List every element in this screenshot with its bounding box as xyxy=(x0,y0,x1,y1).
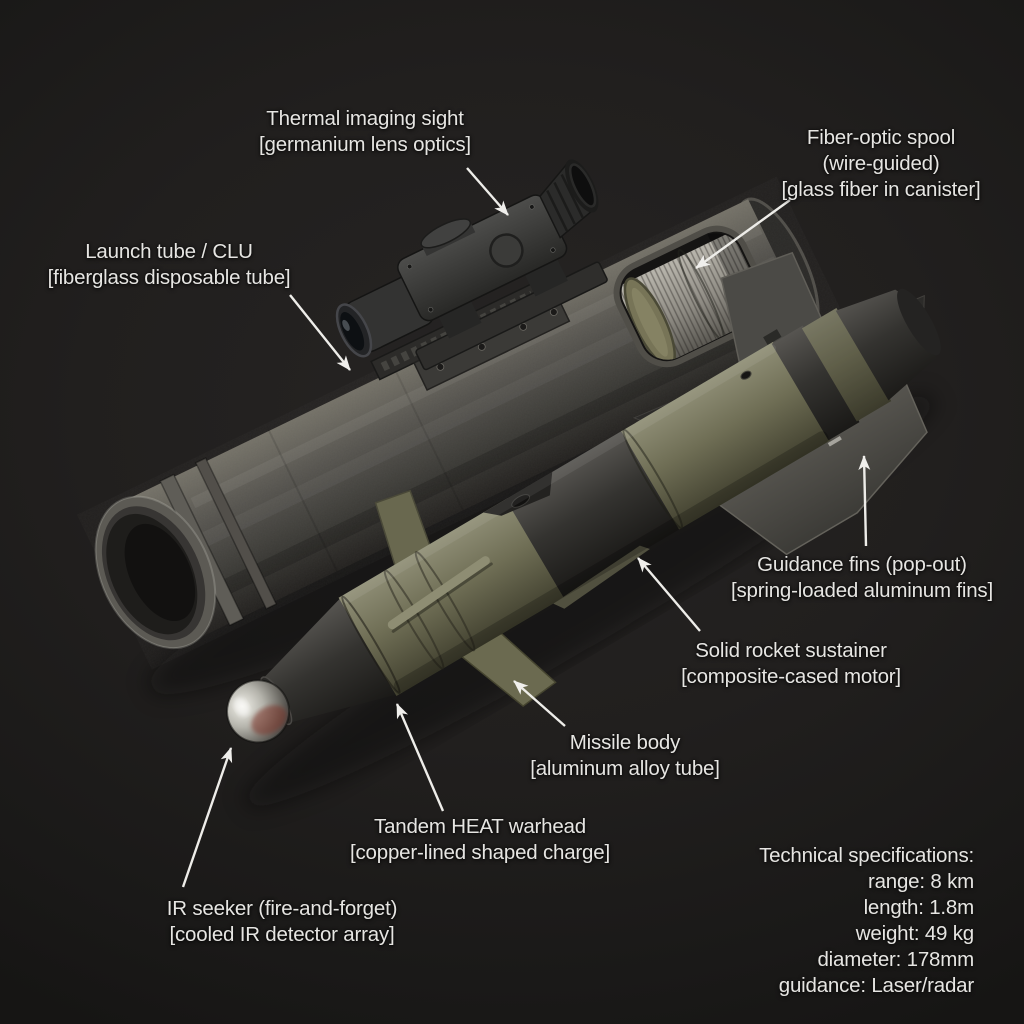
label-line: [glass fiber in canister] xyxy=(781,178,981,201)
fiber-optic-spool xyxy=(613,224,771,369)
arrow-ir-seeker xyxy=(181,747,233,888)
eyepiece xyxy=(539,159,599,239)
arrow-missile-body xyxy=(513,680,566,727)
thermal-sight xyxy=(335,159,608,371)
label-line: [germanium lens optics] xyxy=(259,133,471,156)
label-line: [fiberglass disposable tube] xyxy=(47,266,291,289)
nose-cone xyxy=(258,597,398,725)
label-line: [composite-cased motor] xyxy=(681,665,901,688)
arrow-tandem-heat xyxy=(395,703,445,812)
label-line: IR seeker (fire-and-forget) xyxy=(166,897,398,920)
specs-diameter: diameter: 178mm xyxy=(817,948,974,971)
label-launch-tube: Launch tube / CLU [fiberglass disposable… xyxy=(24,239,314,291)
callout-arrows xyxy=(181,167,871,888)
label-missile-body: Missile body [aluminum alloy tube] xyxy=(518,730,732,782)
label-line: [aluminum alloy tube] xyxy=(530,757,720,780)
focus-knob xyxy=(489,233,524,268)
specs-guidance: guidance: Laser/radar xyxy=(778,974,974,997)
missile xyxy=(226,251,941,744)
technical-specifications: Technical specifications: range: 8 km le… xyxy=(634,843,974,999)
arrow-thermal-sight xyxy=(466,167,509,216)
label-guidance-fins: Guidance fins (pop-out) [spring-loaded a… xyxy=(722,552,1002,604)
launch-tube xyxy=(94,197,820,650)
label-line: (wire-guided) xyxy=(822,152,940,175)
specs-weight: weight: 49 kg xyxy=(855,922,974,945)
specs-length: length: 1.8m xyxy=(863,896,975,919)
label-ir-seeker: IR seeker (fire-and-forget) [cooled IR d… xyxy=(156,896,408,948)
heat-warhead-section xyxy=(338,498,566,696)
missile-body-shell xyxy=(258,288,941,726)
label-line: Launch tube / CLU xyxy=(85,240,253,263)
label-line: Missile body xyxy=(569,731,681,754)
arrow-launch-tube xyxy=(289,294,351,371)
label-line: [copper-lined shaped charge] xyxy=(350,841,610,864)
label-line: Tandem HEAT warhead xyxy=(374,815,586,838)
arrow-guidance-fins xyxy=(858,455,871,547)
arrow-fiber-spool xyxy=(695,199,791,269)
arrow-solid-rocket xyxy=(637,557,701,632)
label-tandem-heat: Tandem HEAT warhead [copper-lined shaped… xyxy=(342,814,618,866)
rocket-sustainer-section xyxy=(621,341,831,530)
label-line: Fiber-optic spool xyxy=(806,126,956,149)
specs-title: Technical specifications: xyxy=(759,844,974,867)
label-thermal-sight: Thermal imaging sight [germanium lens op… xyxy=(200,106,530,158)
label-fiber-optic-spool: Fiber-optic spool (wire-guided) [glass f… xyxy=(756,125,1006,203)
label-line: Guidance fins (pop-out) xyxy=(757,553,967,576)
label-line: [cooled IR detector array] xyxy=(169,923,395,946)
muzzle-opening xyxy=(94,495,217,650)
label-line: Thermal imaging sight xyxy=(266,107,464,130)
label-solid-rocket: Solid rocket sustainer [composite-cased … xyxy=(658,638,924,690)
mid-body-section xyxy=(505,430,681,598)
label-line: [spring-loaded aluminum fins] xyxy=(731,579,993,602)
label-line: Solid rocket sustainer xyxy=(695,639,887,662)
specs-range: range: 8 km xyxy=(867,870,974,893)
ir-seeker-dome xyxy=(226,679,291,744)
